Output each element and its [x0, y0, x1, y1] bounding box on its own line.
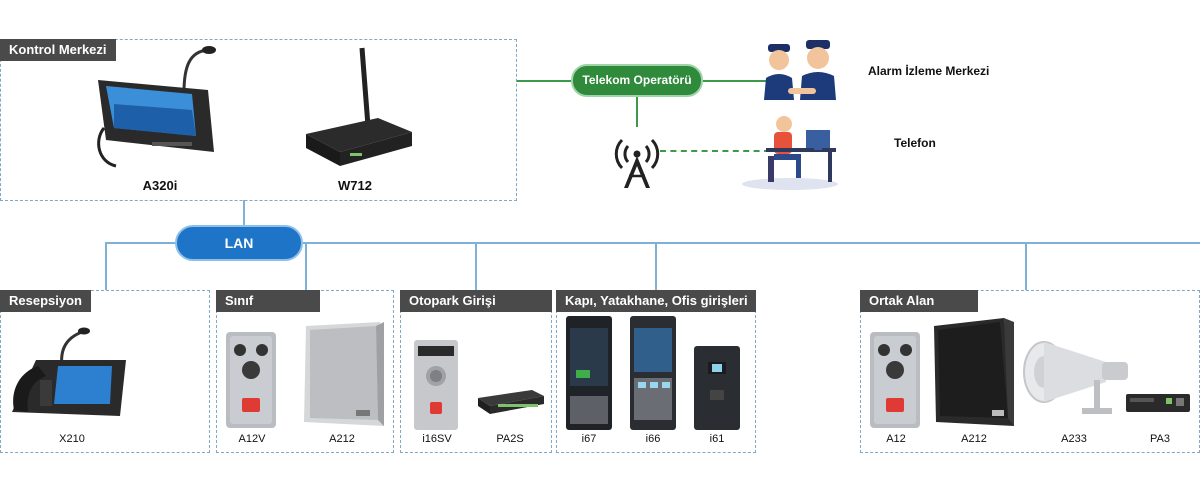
door-phone-i66-icon [630, 316, 676, 430]
horn-speaker-a233-icon [1023, 341, 1128, 414]
device-label-i67: i67 [581, 433, 597, 445]
device-label-a12v: A12V [238, 433, 266, 445]
device-label-a320i: A320i [142, 178, 178, 193]
amplifier-pa3-icon [1126, 394, 1190, 412]
cell-tower-icon [614, 138, 660, 188]
speaker-a212-icon [304, 322, 384, 426]
alarm-officers-icon [764, 40, 836, 100]
device-label-x210: X210 [59, 433, 85, 445]
lan-pill: LAN [175, 225, 303, 261]
device-label-a12: A12 [886, 433, 906, 445]
video-phone-icon [97, 46, 216, 168]
zone-title-ortak-alan: Ortak Alan [860, 290, 978, 312]
device-label-i66: i66 [645, 433, 661, 445]
device-label-w712: W712 [338, 178, 372, 193]
zone-resepsiyon [0, 290, 210, 453]
device-label-a233: A233 [1061, 433, 1087, 445]
device-label-pa2s: PA2S [496, 433, 524, 445]
drop-kapi [655, 242, 657, 290]
telefon-label: Telefon [894, 136, 936, 150]
drop-otopark [475, 242, 477, 290]
control-center-title: Kontrol Merkezi [0, 39, 116, 61]
device-label-i61: i61 [709, 433, 725, 445]
drop-resepsiyon [105, 242, 107, 290]
device-label-pa3: PA3 [1150, 433, 1170, 445]
intercom-a12v-icon [226, 332, 276, 428]
device-label-a212-sinif: A212 [329, 433, 355, 445]
wireless-router-icon [306, 47, 412, 166]
phone-operator-icon [742, 116, 838, 190]
speaker-a212-black-icon [934, 318, 1014, 426]
amplifier-pa2s-icon [478, 390, 544, 414]
drop-ortak [1025, 242, 1027, 290]
door-phone-i61-icon [694, 346, 740, 430]
telecom-operator-pill: Telekom Operatörü [571, 64, 703, 97]
lan-backbone-line [105, 242, 1200, 244]
zone-title-resepsiyon: Resepsiyon [0, 290, 91, 312]
alarm-center-label: Alarm İzleme Merkezi [868, 64, 990, 78]
zone-title-sinif: Sınıf [216, 290, 320, 312]
intercom-a12-icon [870, 332, 920, 428]
zone-title-kapi: Kapı, Yatakhane, Ofis girişleri [556, 290, 756, 312]
device-label-a212-ortak: A212 [961, 433, 987, 445]
ip-phone-x210-icon [12, 327, 126, 416]
device-label-i16sv: i16SV [422, 433, 452, 445]
tower-to-phone-dashed-line [660, 150, 770, 152]
door-phone-i67-icon [566, 316, 612, 430]
control-center-zone [0, 39, 517, 201]
door-phone-i16sv-icon [414, 340, 458, 430]
drop-sinif [305, 242, 307, 290]
control-to-lan-line [243, 200, 245, 230]
zone-title-otopark: Otopark Girişi [400, 290, 552, 312]
telecom-to-tower-line [636, 97, 638, 127]
